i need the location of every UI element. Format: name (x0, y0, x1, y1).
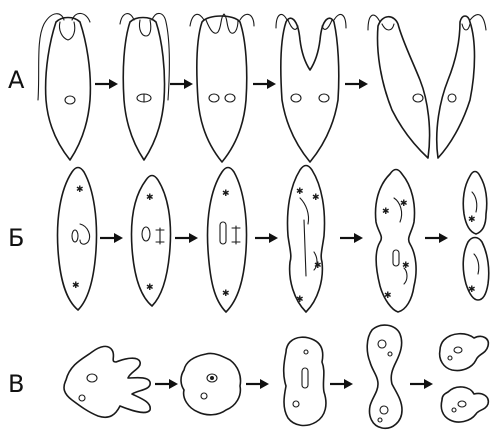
amoeba-stage-1 (64, 346, 150, 417)
arrow-b-2 (175, 233, 198, 243)
flagellate-stage-1 (38, 13, 90, 160)
row-a-stages (38, 13, 486, 162)
arrow-v-3 (330, 379, 353, 389)
arrow-v-2 (246, 379, 269, 389)
arrow-a-1 (95, 79, 118, 89)
svg-text:✱: ✱ (296, 187, 304, 197)
amoeba-stage-4 (367, 325, 402, 428)
svg-text:✱: ✱ (402, 261, 410, 271)
paramecium-stage-4: ✱ ✱ ✱ ✱ (288, 166, 325, 313)
flagellate-stage-2 (120, 13, 169, 160)
svg-text:✱: ✱ (72, 281, 80, 291)
amoeba-stage-2 (181, 353, 241, 414)
svg-text:✱: ✱ (76, 185, 84, 195)
arrow-a-2 (170, 79, 193, 89)
arrow-b-5 (425, 233, 448, 243)
arrow-b-1 (100, 233, 123, 243)
arrow-b-3 (255, 233, 278, 243)
row-b-stages: ✱ ✱ ✱ ✱ ✱ ✱ (58, 166, 489, 313)
svg-text:✱: ✱ (312, 193, 320, 203)
paramecium-stage-5: ✱ ✱ ✱ ✱ (376, 170, 417, 313)
svg-text:✱: ✱ (222, 289, 230, 299)
amoeba-stage-5 (440, 334, 489, 422)
arrow-a-4 (345, 79, 368, 89)
svg-text:✱: ✱ (384, 291, 392, 301)
arrow-b-4 (340, 233, 363, 243)
arrow-v-4 (410, 379, 433, 389)
svg-text:✱: ✱ (468, 285, 476, 295)
svg-text:✱: ✱ (146, 283, 154, 293)
svg-text:✱: ✱ (400, 199, 408, 209)
row-v-stages (64, 325, 488, 428)
arrow-v-1 (155, 379, 178, 389)
flagellate-stage-3 (190, 14, 254, 162)
svg-text:✱: ✱ (296, 295, 304, 305)
paramecium-stage-1: ✱ ✱ (58, 168, 97, 311)
svg-text:✱: ✱ (222, 189, 230, 199)
svg-text:✱: ✱ (314, 261, 322, 271)
flagellate-stage-4 (276, 14, 346, 162)
svg-text:✱: ✱ (382, 207, 390, 217)
paramecium-stage-2: ✱ ✱ (132, 176, 171, 307)
svg-text:✱: ✱ (146, 193, 154, 203)
paramecium-stage-3: ✱ ✱ (208, 168, 247, 313)
flagellate-stage-5 (368, 15, 486, 158)
arrow-a-3 (253, 79, 276, 89)
paramecium-stage-6: ✱ ✱ (463, 172, 489, 301)
svg-text:✱: ✱ (468, 215, 476, 225)
amoeba-stage-3 (284, 337, 326, 425)
